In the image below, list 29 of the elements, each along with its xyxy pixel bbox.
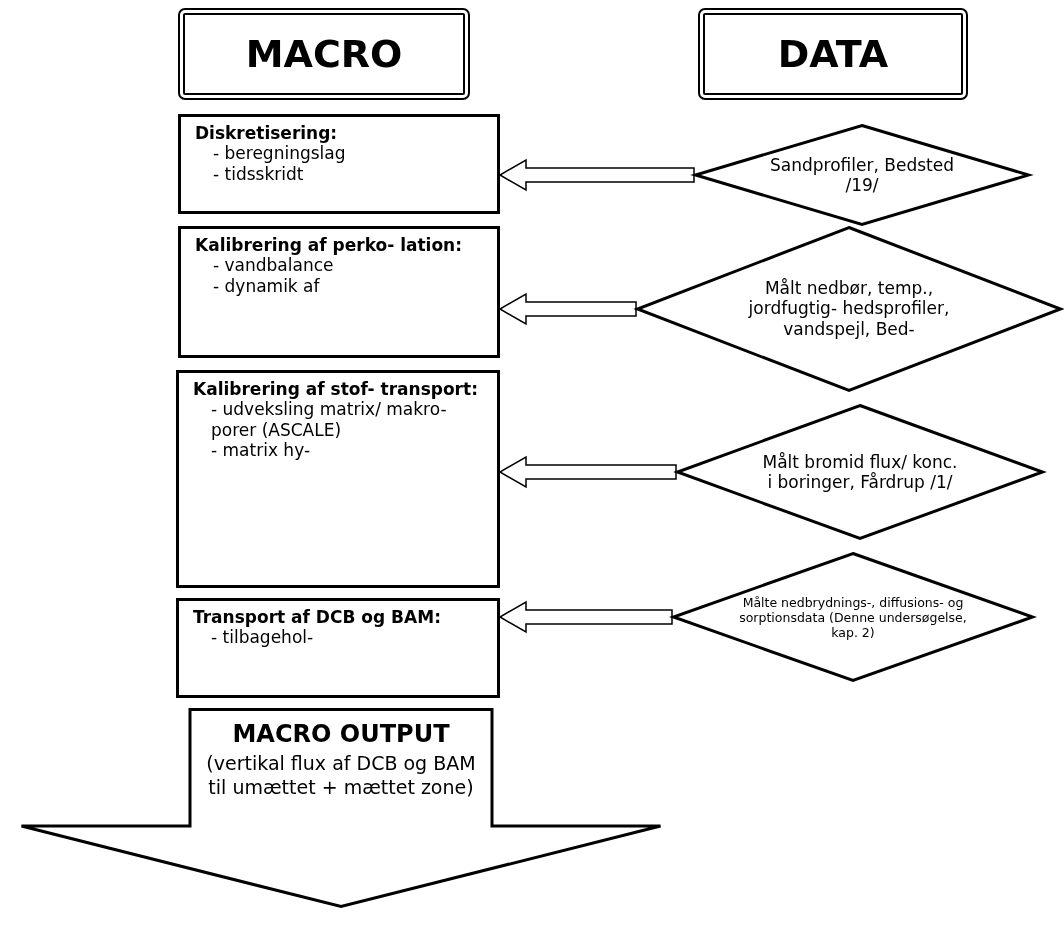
process-box bbox=[176, 370, 500, 588]
list-item: - vandbalance bbox=[212, 255, 335, 276]
list-item: - dynamik af bbox=[212, 275, 321, 297]
list-item: - tidsskridt bbox=[212, 163, 305, 185]
list-item: - udveksling matrix/ makro- porer (ASCALE) bbox=[210, 399, 448, 441]
diamond-text: Sandprofiler, Bedsted /19/ bbox=[769, 154, 955, 196]
list-item: - beregningslag bbox=[212, 143, 347, 164]
process-box bbox=[176, 598, 500, 698]
list-item: - tilbagehol- bbox=[210, 627, 315, 648]
diamond-text: Målt bromid flux/ konc. i boringer, Fårdrup /1/ bbox=[761, 451, 959, 493]
diamond-text: Målte nedbrydnings-, diffusions- og sorptionsdata (Denne undersøgelse, kap. 2) bbox=[738, 594, 968, 640]
process-box bbox=[178, 226, 500, 358]
box-heading: Kalibrering af stof- transport: bbox=[193, 379, 479, 400]
box-heading: Kalibrering af perko- lation: bbox=[195, 235, 463, 256]
diamond-text: Målt nedbør, temp., jordfugtig- hedsprofiler, vandspejl, Bed- bbox=[747, 278, 951, 340]
box-heading: Transport af DCB og BAM: bbox=[193, 607, 442, 628]
list-item: - matrix hy- bbox=[210, 440, 312, 461]
output-heading: MACRO OUTPUT bbox=[231, 720, 451, 748]
title-box bbox=[698, 8, 968, 100]
box-title: DATA bbox=[777, 32, 889, 76]
process-box bbox=[178, 114, 500, 214]
box-title: MACRO bbox=[245, 32, 403, 76]
block-arrow bbox=[498, 455, 677, 489]
block-arrow bbox=[498, 292, 637, 326]
output-description: (vertikal flux af DCB og BAM til umættet + mættet zone) bbox=[206, 752, 476, 800]
title-box bbox=[178, 8, 470, 100]
block-arrow bbox=[498, 158, 695, 192]
block-arrow bbox=[498, 600, 673, 634]
box-heading: Diskretisering: bbox=[195, 123, 339, 144]
